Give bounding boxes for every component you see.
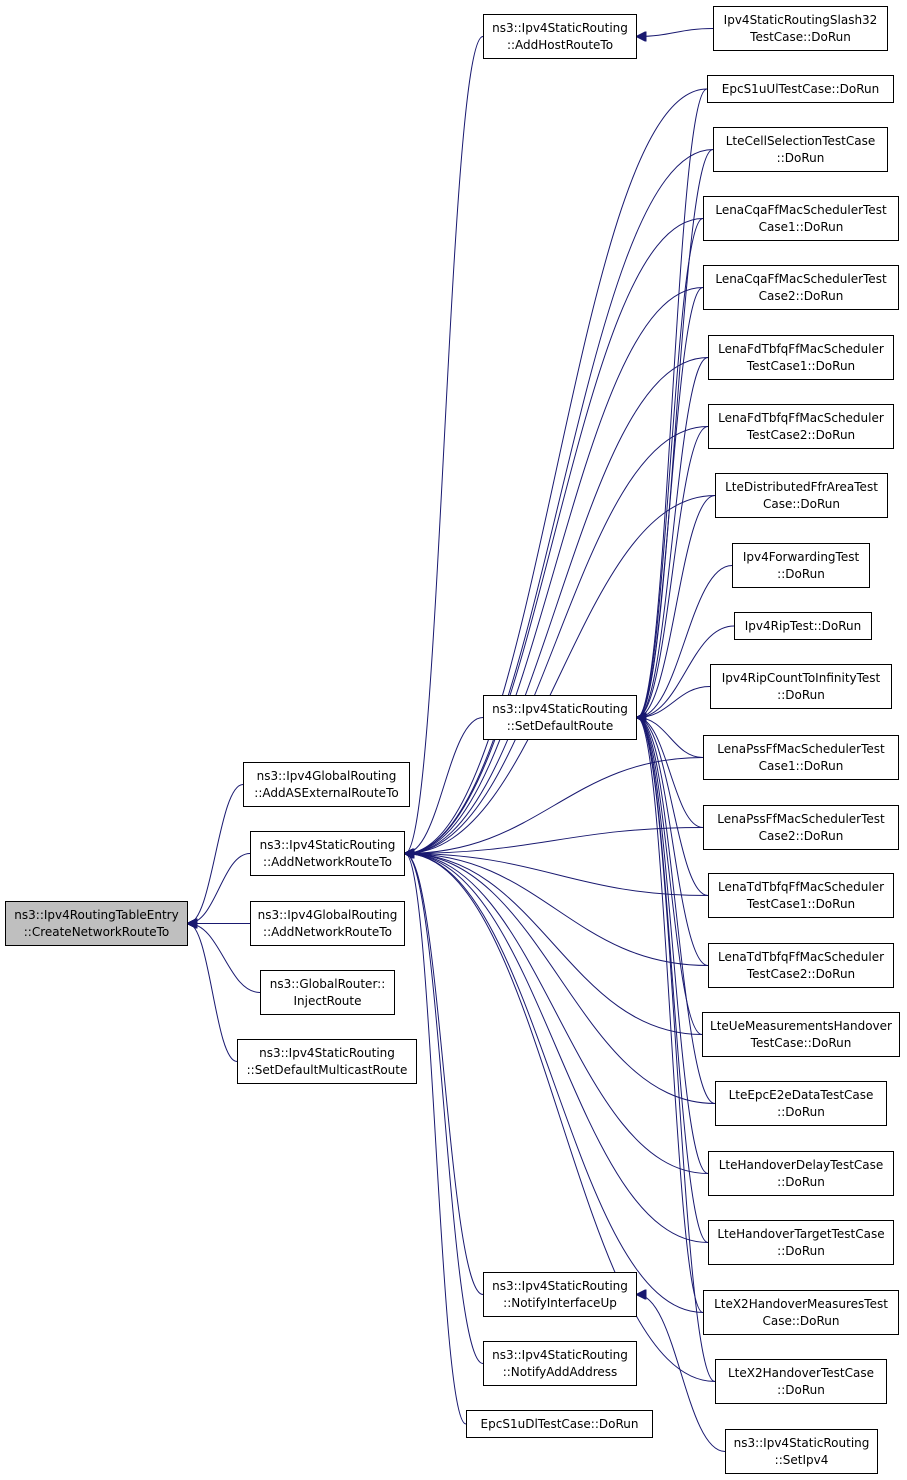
edge-x2ho-to-addnet [405, 854, 716, 1382]
edge-distffr-to-addnet [405, 495, 716, 854]
node-ipv4ripcounttoinfinitytest-dorun[interactable]: Ipv4RipCountToInfinityTest::DoRun [710, 664, 892, 709]
edge-uemeas-to-setdef [637, 718, 703, 1035]
edge-notifyadd-to-addnet [405, 854, 484, 1364]
edge-tdtb2-to-addnet [405, 854, 709, 966]
edge-fdtb1-to-setdef [637, 357, 709, 718]
node-ipv4staticrouting-setipv4[interactable]: ns3::Ipv4StaticRouting::SetIpv4 [725, 1429, 878, 1474]
edge-addnet-to-root [188, 853, 251, 924]
node-ipv4routingtableentry-createnetworkrouteto: ns3::Ipv4RoutingTableEntry::CreateNetwor… [5, 901, 188, 946]
edge-tdtb2-to-setdef [637, 718, 709, 966]
edge-x2meas-to-setdef [637, 718, 704, 1313]
edge-cqa1-to-addnet [405, 218, 704, 854]
edge-addhost-to-addnet [405, 36, 484, 854]
node-ipv4forwardingtest-dorun[interactable]: Ipv4ForwardingTest::DoRun [732, 543, 870, 588]
edge-notifyup-to-addnet [405, 854, 484, 1295]
node-epcs1uultestcase-dorun[interactable]: EpcS1uUlTestCase::DoRun [707, 75, 894, 103]
edge-tdtb1-to-addnet [405, 854, 709, 896]
edge-uemeas-to-addnet [405, 854, 703, 1035]
edge-cqa2-to-addnet [405, 287, 704, 854]
edge-slash32-to-addhost [637, 28, 714, 37]
edge-fdtb2-to-setdef [637, 426, 709, 718]
edge-distffr-to-setdef [637, 495, 716, 718]
edge-setdmc-to-root [188, 924, 238, 1062]
node-ltehandoverdelaytestcase-dorun[interactable]: LteHandoverDelayTestCase::DoRun [708, 1151, 894, 1196]
edge-e2e-to-addnet [405, 854, 716, 1104]
node-ltex2handovertestcase-dorun[interactable]: LteX2HandoverTestCase::DoRun [715, 1359, 887, 1404]
node-ipv4staticrouting-notifyaddaddress[interactable]: ns3::Ipv4StaticRouting::NotifyAddAddress [483, 1341, 637, 1386]
edge-x2ho-to-setdef [637, 718, 716, 1382]
node-lteepce2edatatestcase-dorun[interactable]: LteEpcE2eDataTestCase::DoRun [715, 1081, 887, 1126]
edge-pss2-to-addnet [405, 827, 704, 854]
edge-tdtb1-to-setdef [637, 718, 709, 896]
edge-cellsel-to-setdef [637, 149, 714, 718]
edge-setipv4-to-notifyup [637, 1295, 726, 1452]
edge-epcul-to-setdef [637, 88, 708, 718]
node-ipv4globalrouting-addasexternalrouteto[interactable]: ns3::Ipv4GlobalRouting::AddASExternalRou… [243, 762, 410, 807]
edge-cqa2-to-setdef [637, 287, 704, 718]
edge-x2meas-to-addnet [405, 854, 704, 1313]
edge-fwd-to-setdef [637, 565, 733, 718]
node-globalrouter-injectroute[interactable]: ns3::GlobalRouter::InjectRoute [260, 970, 395, 1015]
edge-rip-to-setdef [637, 625, 735, 718]
node-epcs1udltestcase-dorun[interactable]: EpcS1uDlTestCase::DoRun [466, 1410, 653, 1438]
edge-hotarget-to-setdef [637, 718, 709, 1243]
node-ltecellselectiontestcase-dorun[interactable]: LteCellSelectionTestCase::DoRun [713, 127, 888, 172]
edge-epcul-to-addnet [405, 88, 708, 854]
node-ltehandovertargettestcase-dorun[interactable]: LteHandoverTargetTestCase::DoRun [708, 1220, 894, 1265]
edge-hotarget-to-addnet [405, 854, 709, 1243]
edge-hodelay-to-addnet [405, 854, 709, 1174]
node-ipv4staticrouting-addhostrouteto[interactable]: ns3::Ipv4StaticRouting::AddHostRouteTo [483, 14, 637, 59]
node-ipv4riptest-dorun[interactable]: Ipv4RipTest::DoRun [734, 612, 872, 640]
edge-fdtb2-to-addnet [405, 426, 709, 854]
node-ipv4staticrouting-setdefaultroute[interactable]: ns3::Ipv4StaticRouting::SetDefaultRoute [483, 695, 637, 740]
edge-asext-to-root [188, 784, 244, 924]
node-ipv4globalrouting-addnetworkrouteto[interactable]: ns3::Ipv4GlobalRouting::AddNetworkRouteT… [250, 901, 405, 946]
edge-epcdl-to-addnet [405, 854, 467, 1425]
edge-cqa1-to-setdef [637, 218, 704, 718]
node-ipv4staticrouting-addnetworkrouteto[interactable]: ns3::Ipv4StaticRouting::AddNetworkRouteT… [250, 831, 405, 876]
edge-cellsel-to-addnet [405, 149, 714, 854]
node-ipv4staticrouting-setdefaultmulticastroute[interactable]: ns3::Ipv4StaticRouting::SetDefaultMultic… [237, 1039, 417, 1084]
node-ipv4staticrouting-notifyinterfaceup[interactable]: ns3::Ipv4StaticRouting::NotifyInterfaceU… [483, 1272, 637, 1317]
edge-setdef-to-addnet [405, 717, 484, 854]
edge-fdtb1-to-addnet [405, 357, 709, 854]
edge-hodelay-to-setdef [637, 718, 709, 1174]
edge-pss2-to-setdef [637, 718, 704, 828]
edge-e2e-to-setdef [637, 718, 716, 1104]
edge-inject-to-root [188, 924, 261, 993]
